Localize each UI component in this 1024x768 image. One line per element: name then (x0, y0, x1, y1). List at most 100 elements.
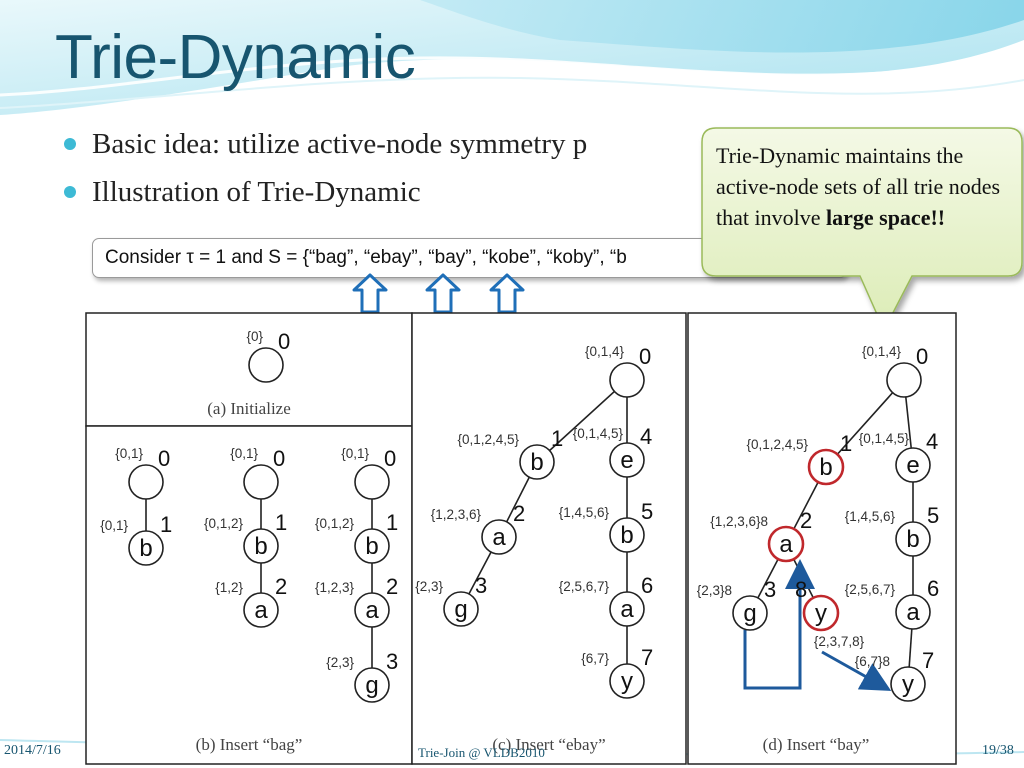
node-active-set: {2,3,7,8} (814, 634, 865, 649)
trie-node: y7 {6,7} (581, 645, 653, 699)
slide-title: Trie-Dynamic (55, 23, 416, 92)
node-char: y (621, 668, 633, 695)
node-number: 2 (800, 508, 812, 533)
node-circle (895, 594, 931, 630)
node-number: 8 (795, 577, 807, 602)
node-circle (443, 591, 479, 627)
node-active-set: {1,2,3,6}8 (710, 514, 768, 529)
node-active-set: {0,1,2} (315, 516, 355, 531)
node-active-set: {0,1} (341, 446, 369, 461)
bullet-item: Illustration of Trie-Dynamic (62, 172, 587, 220)
node-char: a (906, 599, 920, 626)
node-circle (732, 595, 768, 631)
callout-emphasis: large space!! (825, 205, 946, 230)
panel-c (411, 312, 687, 765)
node-number: 0 (278, 329, 290, 354)
trie-node: 0{0,1} (230, 446, 285, 500)
node-circle (519, 444, 555, 480)
consider-text: Consider τ = 1 and S = {“bag”, “ebay”, “… (105, 247, 627, 268)
node-circle (248, 347, 284, 383)
trie-node: e4 {0,1,4,5} (859, 429, 938, 483)
node-number: 0 (158, 446, 170, 471)
pointer-arrows (352, 273, 525, 314)
footer-page: 19/38 (982, 743, 1014, 758)
panel-a-caption: (a) Initialize (207, 399, 291, 418)
node-char: g (365, 672, 378, 699)
node-circle (243, 592, 279, 628)
node-char: b (819, 454, 832, 481)
node-number: 1 (275, 510, 287, 535)
trie-node: a2{1,2,3} (315, 574, 398, 628)
trie-node: b5{1,4,5,6} (559, 499, 653, 553)
trie-node: a2{1,2,3,6} (431, 501, 525, 555)
node-active-set: {0,1,4,5} (573, 426, 624, 441)
node-circle (609, 517, 645, 553)
trie-node: y7{6,7}8 (855, 648, 934, 702)
node-char: b (254, 533, 267, 560)
node-active-set: {0,1,4} (862, 344, 902, 359)
bullet-dot-icon (64, 138, 76, 150)
node-char: e (620, 447, 633, 474)
node-active-set: {6,7}8 (855, 654, 890, 669)
node-circle (609, 591, 645, 627)
bullet-text: Basic idea: utilize active-node symmetry… (92, 128, 588, 160)
bullet-dot-icon (64, 186, 76, 198)
trie-node: 0{0,1,4} (585, 344, 651, 398)
bullet-list: Basic idea: utilize active-node symmetry… (62, 124, 587, 220)
node-circle (895, 521, 931, 557)
node-active-set: {1,4,5,6} (845, 509, 896, 524)
node-number: 2 (386, 574, 398, 599)
node-number: 4 (640, 424, 652, 449)
node-active-set: {2,3} (326, 655, 354, 670)
node-circle (609, 362, 645, 398)
node-char: a (254, 597, 268, 624)
node-number: 3 (386, 649, 398, 674)
trie-node: 0{0,1,4} (862, 344, 928, 398)
callout-text: Trie-Dynamic maintains the active-node s… (716, 140, 1012, 233)
trie-node: b1{0,1,2} (315, 510, 398, 564)
trie-node: y8 {2,3,7,8} (795, 577, 865, 649)
trie-node: e4 {0,1,4,5} (573, 424, 652, 478)
trie-node: 0{0} (246, 329, 290, 383)
node-circle (354, 464, 390, 500)
node-active-set: {6,7} (581, 651, 609, 666)
node-circle (481, 519, 517, 555)
node-number: 5 (927, 503, 939, 528)
node-circle (354, 528, 390, 564)
trie-edge (825, 379, 905, 468)
node-active-set: {0,1,2,4,5} (746, 437, 808, 452)
node-char: g (743, 600, 756, 627)
blue-arrow-y-to-y (821, 650, 892, 691)
trie-node: a2 {1,2,3,6}8 (710, 508, 812, 563)
node-circle (243, 464, 279, 500)
node-circle (609, 442, 645, 478)
node-number: 0 (273, 446, 285, 471)
trie-node: a2{1,2} (215, 574, 287, 628)
node-active-set: {0,1,2} (204, 516, 244, 531)
node-number: 7 (641, 645, 653, 670)
node-circle (609, 663, 645, 699)
trie-diagram: (a) Initialize (b) Insert “bag” (c) Inse… (85, 312, 957, 765)
node-char: y (902, 671, 914, 698)
node-char: b (365, 533, 378, 560)
footer-center: Trie-Join @ VLDB2010 (418, 745, 545, 760)
trie-node: g3{2,3} (415, 573, 487, 627)
node-circle (243, 528, 279, 564)
blue-arrow-g-to-a (743, 559, 815, 690)
node-char: a (779, 531, 793, 558)
node-active-set: {2,3} (415, 579, 443, 594)
trie-node: a6{2,5,6,7} (845, 576, 939, 630)
node-circle (354, 592, 390, 628)
node-char: e (906, 452, 919, 479)
node-number: 4 (926, 429, 938, 454)
node-char: a (492, 524, 506, 551)
node-number: 0 (384, 446, 396, 471)
trie-node: 0 {0,1} (341, 446, 396, 500)
node-active-set: {0,1,4} (585, 344, 625, 359)
panel-b-caption: (b) Insert “bag” (196, 735, 303, 754)
trie-node: 0{0,1} (115, 446, 170, 500)
node-active-set: {0,1,4,5} (859, 431, 910, 446)
node-char: y (815, 600, 827, 627)
node-number: 6 (641, 573, 653, 598)
node-circle (354, 667, 390, 703)
